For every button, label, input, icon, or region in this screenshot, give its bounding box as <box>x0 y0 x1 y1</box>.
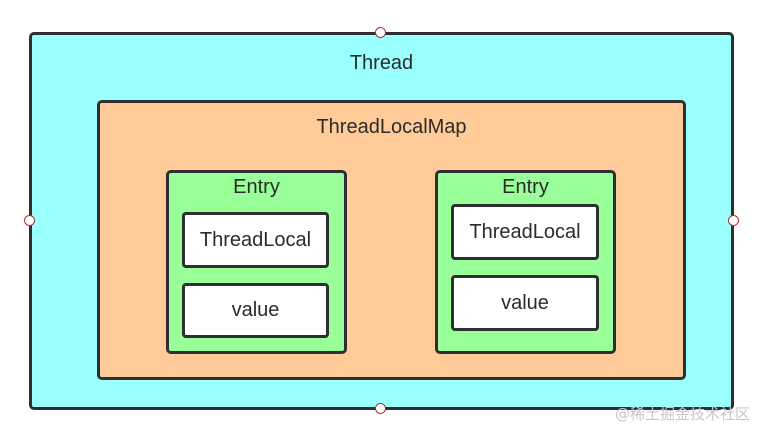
entry-label-2: Entry <box>502 176 549 198</box>
resize-handle-top[interactable] <box>375 27 386 38</box>
threadlocal-key-label-2: ThreadLocal <box>469 220 581 243</box>
threadlocalmap-label: ThreadLocalMap <box>316 116 467 138</box>
thread-label: Thread <box>349 52 414 74</box>
value-box-2: value <box>451 275 599 331</box>
watermark: @稀土掘金技术社区 <box>614 405 750 423</box>
value-label-2: value <box>501 291 549 314</box>
entry-label-1: Entry <box>233 176 280 198</box>
value-box-1: value <box>182 283 329 338</box>
value-label-1: value <box>231 299 280 321</box>
resize-handle-bottom[interactable] <box>375 403 386 414</box>
resize-handle-right[interactable] <box>728 215 739 226</box>
threadlocal-key-box-2: ThreadLocal <box>451 204 599 260</box>
threadlocal-key-box-1: ThreadLocal <box>182 212 329 268</box>
resize-handle-left[interactable] <box>24 215 35 226</box>
threadlocal-key-label-1: ThreadLocal <box>199 228 312 251</box>
